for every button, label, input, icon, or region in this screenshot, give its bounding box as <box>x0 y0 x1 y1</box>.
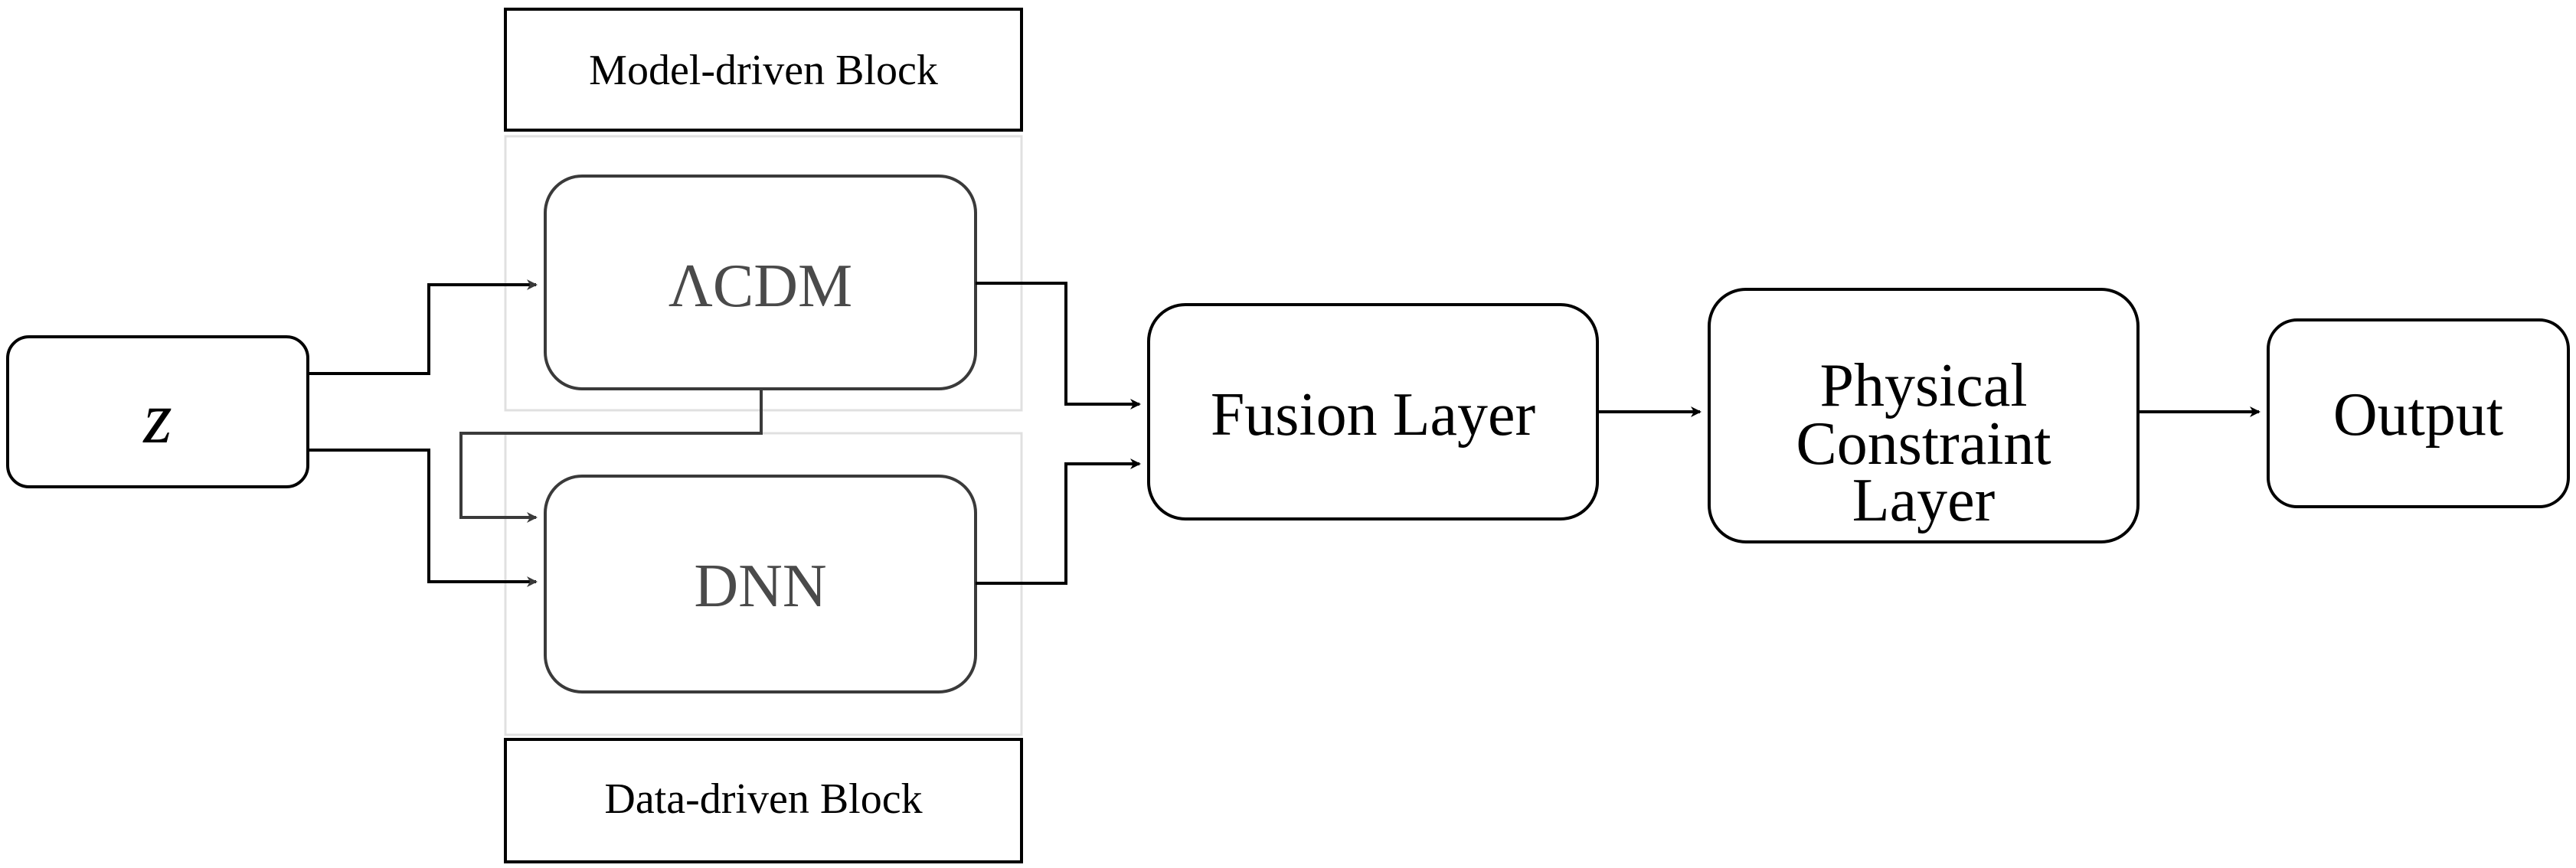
fusion-layer-label: Fusion Layer <box>1211 381 1535 449</box>
data-driven-block-title: Data-driven Block <box>504 738 1023 863</box>
input-label: z <box>142 377 172 458</box>
model-driven-block-label: Model-driven Block <box>589 47 938 94</box>
output-label: Output <box>2333 381 2503 449</box>
data-driven-block-label: Data-driven Block <box>604 775 922 823</box>
edge-z-to-dnn <box>308 449 538 587</box>
lcdm-node: ΛCDM <box>544 175 977 390</box>
physical-line-1: Physical <box>1819 352 2027 419</box>
edge-dnn-to-fusion <box>976 458 1141 585</box>
fusion-layer-node: Fusion Layer <box>1147 303 1599 520</box>
input-node: z <box>6 335 309 488</box>
model-driven-group <box>504 135 1023 412</box>
lcdm-label: ΛCDM <box>669 253 852 320</box>
model-driven-block-title: Model-driven Block <box>504 8 1023 132</box>
physical-line-3: Layer <box>1852 467 1996 534</box>
dnn-node: DNN <box>544 475 977 693</box>
edge-lcdm-to-dnn <box>459 389 763 523</box>
physical-constraint-node: Physical <box>1708 288 2140 543</box>
physical-line-2: Constraint <box>1796 410 2051 478</box>
output-node: Output <box>2267 318 2570 508</box>
edge-lcdm-to-fusion <box>976 282 1141 410</box>
edge-z-to-lcdm <box>308 279 538 375</box>
dnn-label: DNN <box>694 553 826 620</box>
